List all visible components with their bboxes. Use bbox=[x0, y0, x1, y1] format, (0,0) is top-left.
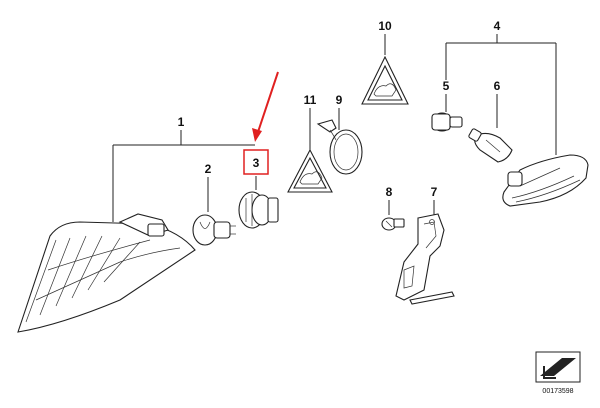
callout-5: 5 bbox=[443, 79, 450, 93]
catalog-stamp: 00173598 bbox=[535, 351, 581, 395]
mounting-bracket bbox=[395, 213, 455, 305]
mounting-screw bbox=[381, 217, 405, 231]
callout-9: 9 bbox=[336, 93, 343, 107]
highlight-arrow bbox=[252, 71, 279, 142]
warning-label-triangle-10 bbox=[361, 55, 409, 105]
arrow-icon bbox=[540, 358, 576, 376]
callout-2: 2 bbox=[205, 162, 212, 176]
callout-6: 6 bbox=[494, 79, 501, 93]
highlight-box bbox=[243, 149, 269, 175]
side-marker-housing bbox=[502, 154, 589, 207]
side-marker-socket bbox=[431, 112, 463, 132]
warning-label-triangle-11 bbox=[287, 148, 333, 193]
callout-10: 10 bbox=[378, 19, 392, 33]
callout-3: 3 bbox=[253, 156, 260, 170]
callout-4: 4 bbox=[494, 19, 501, 33]
catalog-number: 00173598 bbox=[542, 388, 573, 395]
callout-7: 7 bbox=[431, 185, 438, 199]
indicator-bulb bbox=[192, 214, 236, 246]
callout-11: 11 bbox=[304, 93, 317, 107]
corner-indicator-lens bbox=[17, 213, 196, 333]
retaining-clip bbox=[316, 119, 363, 175]
leader-lines bbox=[112, 34, 557, 222]
callout-labels: 1 2 3 4 5 6 7 8 9 10 11 bbox=[178, 19, 501, 199]
bulb-socket bbox=[238, 191, 279, 229]
side-marker-bulb bbox=[468, 128, 513, 163]
callout-8: 8 bbox=[386, 185, 393, 199]
callout-1: 1 bbox=[178, 115, 185, 129]
